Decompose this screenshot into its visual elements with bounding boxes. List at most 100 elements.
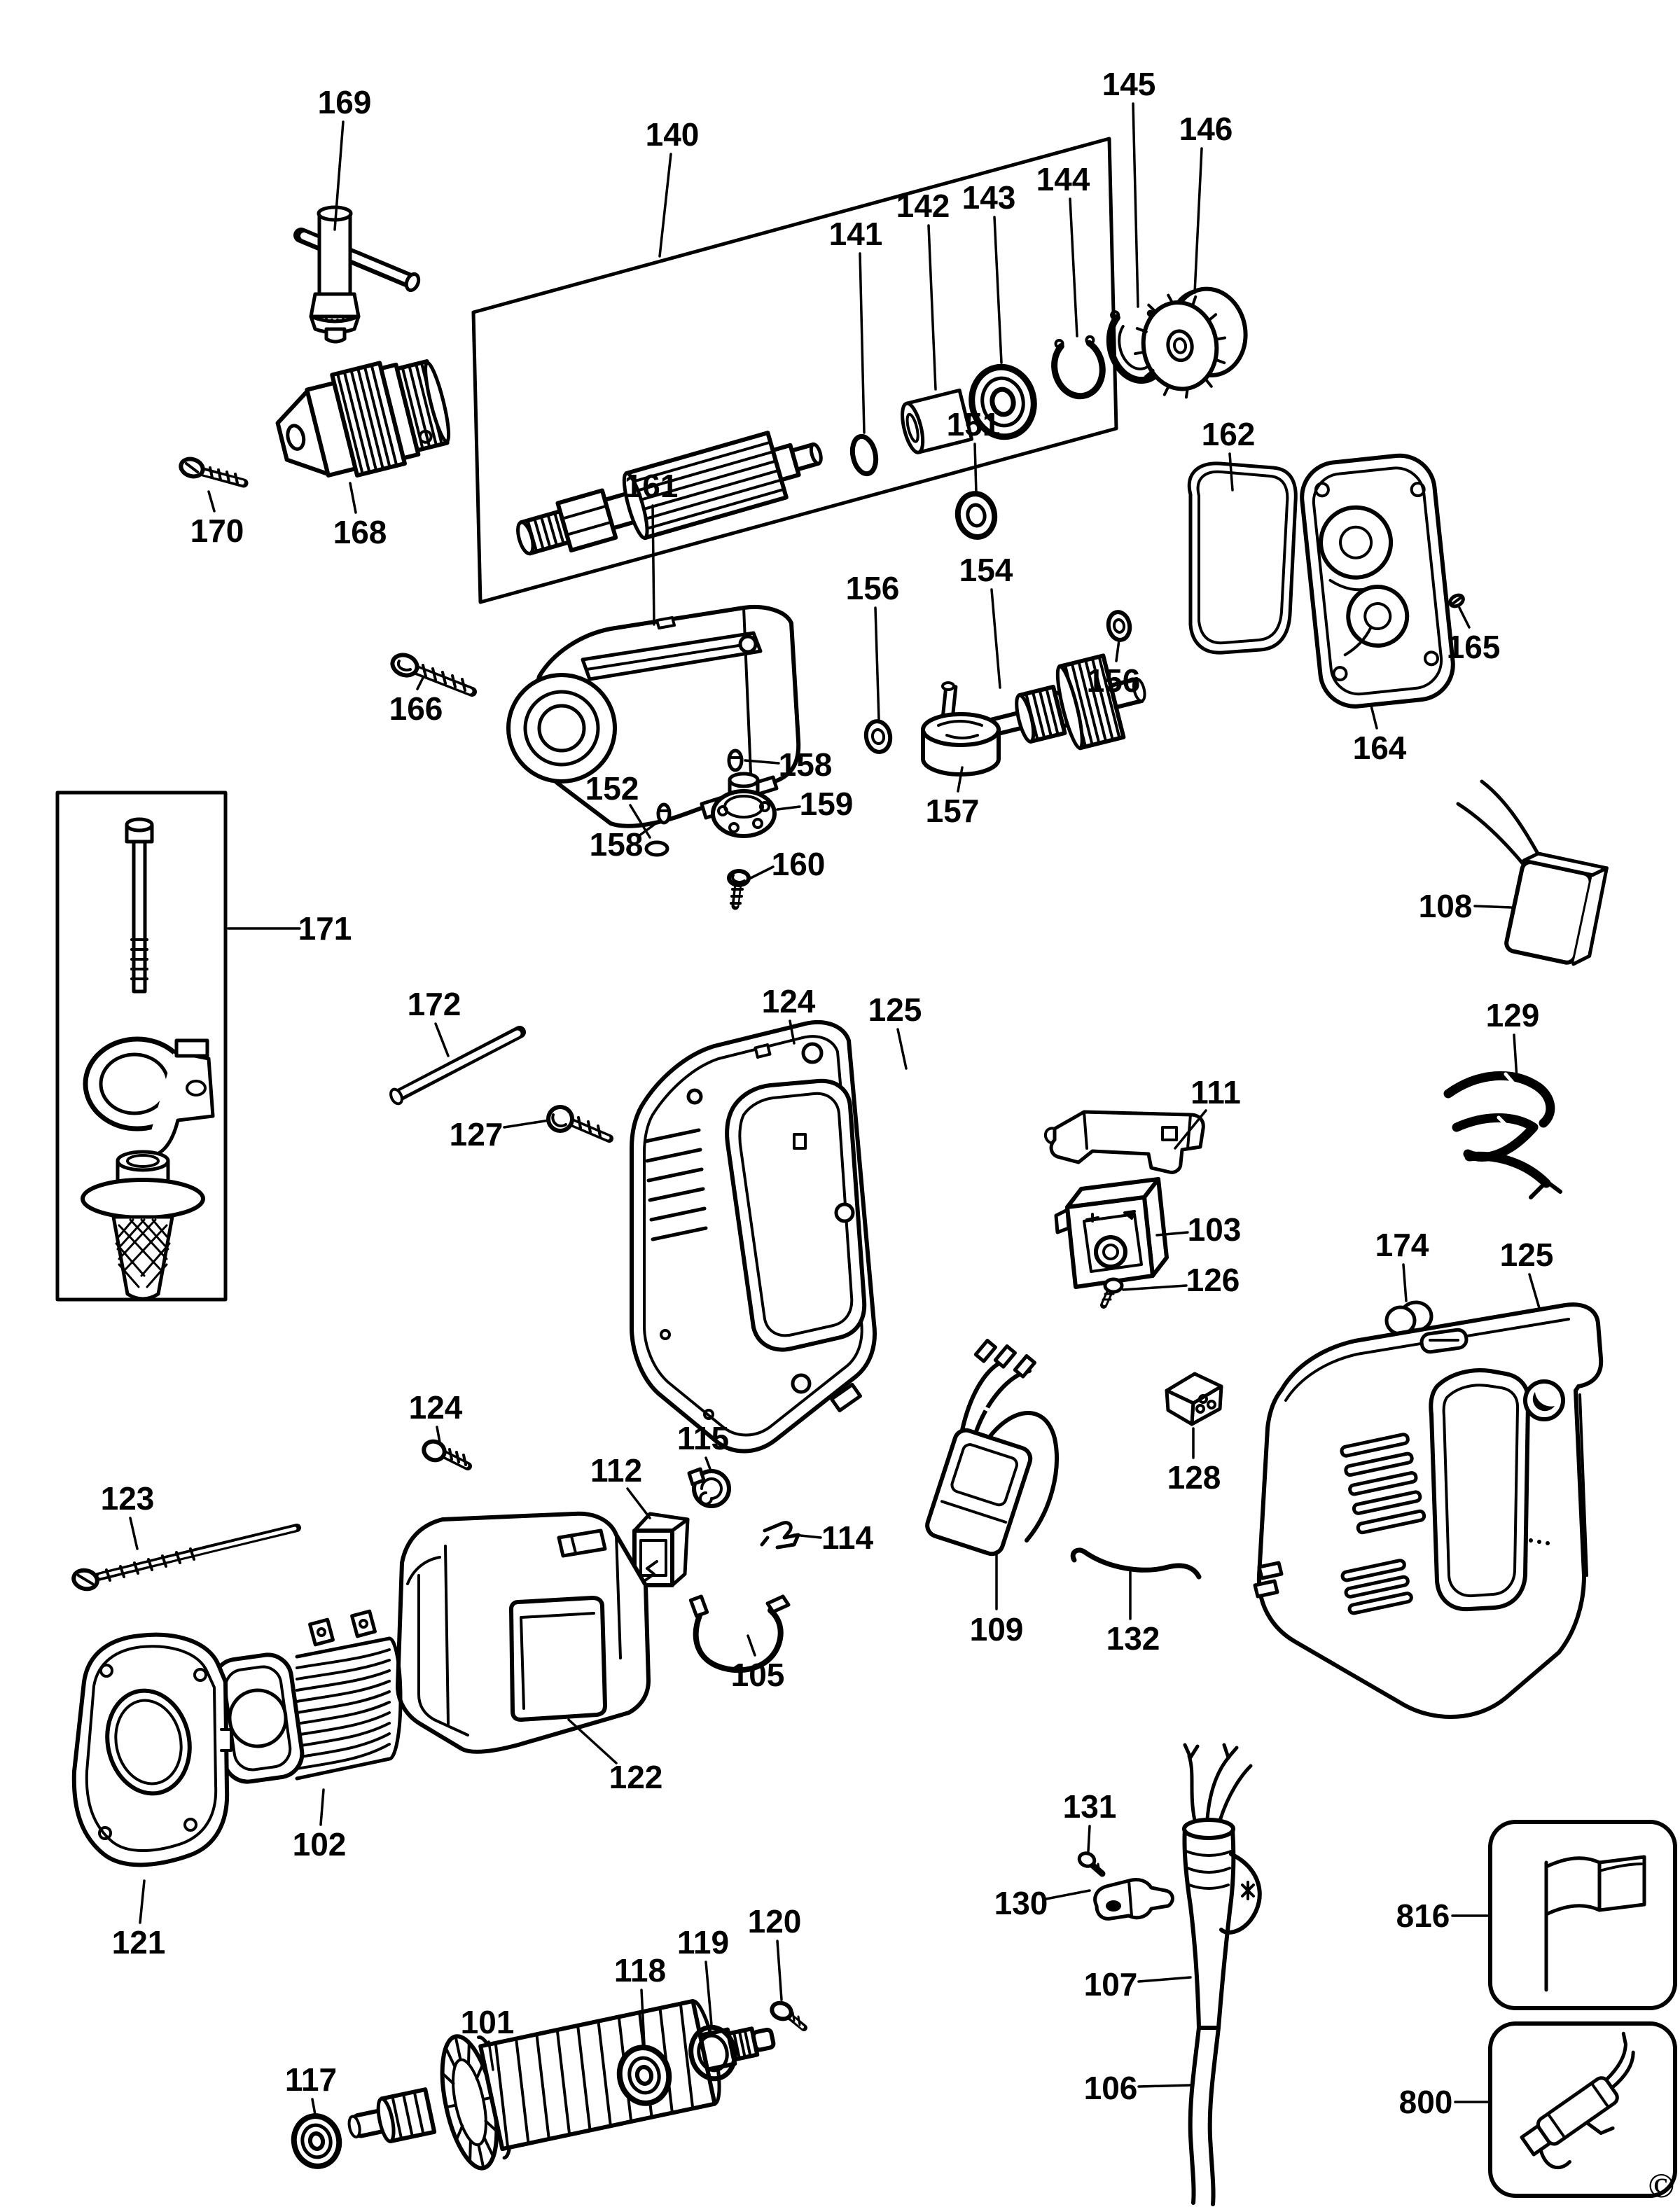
label-kit-816-box <box>1488 1820 1677 2010</box>
part-label-157: 157 <box>926 793 980 829</box>
leader-line-146 <box>1193 147 1203 294</box>
switch-103-drawing <box>1054 1177 1169 1289</box>
part-label-132: 132 <box>1106 1620 1160 1657</box>
connector-128-drawing <box>1165 1372 1223 1426</box>
part-label-816: 816 <box>1396 1898 1450 1934</box>
leader-line-169 <box>333 120 345 231</box>
leader-line-105 <box>747 1634 756 1657</box>
wire-loop-105-drawing <box>688 1594 791 1673</box>
part-label-145: 145 <box>1102 66 1156 102</box>
part-label-125: 125 <box>868 991 922 1028</box>
armature-101-drawing <box>347 1998 776 2171</box>
part-label-124: 124 <box>409 1389 463 1426</box>
part-label-168: 168 <box>333 514 387 550</box>
leader-line-125 <box>896 1028 908 1070</box>
field-coil-102-drawing <box>211 1609 403 1784</box>
leader-line-127 <box>503 1119 550 1129</box>
sleeve-142-drawing <box>901 388 974 454</box>
screw-170-drawing <box>179 457 249 488</box>
part-label-131: 131 <box>1063 1788 1117 1825</box>
leader-line-130 <box>1045 1889 1091 1900</box>
part-label-111: 111 <box>1190 1074 1241 1111</box>
leader-line-111 <box>1174 1109 1207 1150</box>
bearing-117-drawing <box>291 2113 342 2169</box>
leader-line-108 <box>1473 905 1513 909</box>
part-label-121: 121 <box>112 1924 166 1961</box>
screw-123-drawing <box>71 1524 301 1592</box>
leader-line-143 <box>993 216 1003 364</box>
leader-line-103 <box>1155 1231 1189 1237</box>
leader-line-165 <box>1458 606 1471 629</box>
retaining-ring-144-drawing <box>1051 335 1106 400</box>
leader-line-141 <box>859 252 866 434</box>
leader-line-118 <box>640 1989 646 2046</box>
leader-line-170 <box>207 490 216 513</box>
part-label-120: 120 <box>748 1903 802 1940</box>
screw-166-drawing <box>390 653 477 697</box>
part-label-156: 156 <box>846 570 900 606</box>
leader-line-166 <box>416 676 424 690</box>
part-label-122: 122 <box>609 1759 663 1795</box>
leader-line-120 <box>776 1940 783 2001</box>
part-label-109: 109 <box>970 1611 1024 1648</box>
part-label-125: 125 <box>1500 1237 1554 1273</box>
power-cord-106-drawing <box>1188 2026 1221 2206</box>
bearing-143-drawing <box>969 363 1037 440</box>
chuck-drawing <box>275 359 451 478</box>
part-label-171: 171 <box>298 910 352 947</box>
part-label-152: 152 <box>585 770 639 807</box>
part-label-140: 140 <box>646 116 700 153</box>
leader-line-102 <box>319 1788 325 1826</box>
brush-cap-115-drawing <box>687 1467 731 1508</box>
leader-line-158 <box>637 819 661 837</box>
part-label-124: 124 <box>762 983 816 1019</box>
leader-line-117 <box>311 2098 317 2116</box>
washer-156a-drawing <box>863 719 893 754</box>
screw-120-drawing <box>770 2000 807 2031</box>
leader-line-121 <box>139 1879 146 1924</box>
leader-line-129 <box>1513 1033 1518 1080</box>
lubricant-kit-800-box <box>1488 2021 1677 2198</box>
part-label-146: 146 <box>1179 111 1233 147</box>
leader-line-157 <box>957 766 964 793</box>
part-label-144: 144 <box>1036 161 1090 197</box>
leader-line-107 <box>1137 1976 1192 1983</box>
depth-rod-172-drawing <box>389 1026 526 1106</box>
leader-line-106 <box>1137 2084 1192 2088</box>
part-label-141: 141 <box>829 216 883 252</box>
leader-line-174 <box>1402 1263 1408 1302</box>
leader-line-144 <box>1069 197 1078 337</box>
screw-124b-drawing <box>422 1439 472 1470</box>
screw-160-drawing <box>727 869 751 910</box>
side-handle-drawing <box>81 817 215 1301</box>
part-label-142: 142 <box>896 188 950 224</box>
right-clamshell-drawing <box>1253 1302 1604 1719</box>
cord-protector-107-drawing <box>1182 1743 1262 2030</box>
part-label-112: 112 <box>590 1452 642 1489</box>
leader-line-152 <box>629 804 651 839</box>
leader-line-156 <box>1115 639 1120 662</box>
spindle-kit-box <box>471 137 1118 604</box>
leader-line-125 <box>1528 1273 1541 1309</box>
leader-line-126 <box>1122 1284 1188 1291</box>
screw-131-drawing <box>1077 1851 1106 1877</box>
capacitor-108-drawing <box>1456 779 1609 966</box>
leader-line-159 <box>776 805 801 811</box>
brush-holder-112-drawing <box>632 1512 690 1587</box>
part-label-129: 129 <box>1486 997 1540 1033</box>
clip-114-drawing <box>760 1521 800 1550</box>
leader-line-101 <box>487 2040 494 2071</box>
part-label-166: 166 <box>389 690 443 727</box>
leader-line-112 <box>626 1487 651 1519</box>
part-label-103: 103 <box>1188 1211 1242 1248</box>
leader-line-124 <box>436 1426 441 1444</box>
part-label-102: 102 <box>293 1826 347 1863</box>
leader-line-142 <box>927 224 937 391</box>
leader-line-168 <box>349 482 357 514</box>
leader-line-123 <box>129 1517 139 1550</box>
part-label-154: 154 <box>959 552 1013 588</box>
cord-clamp-130-drawing <box>1093 1877 1174 1921</box>
part-label-130: 130 <box>994 1885 1048 1921</box>
part-label-158: 158 <box>779 746 833 783</box>
